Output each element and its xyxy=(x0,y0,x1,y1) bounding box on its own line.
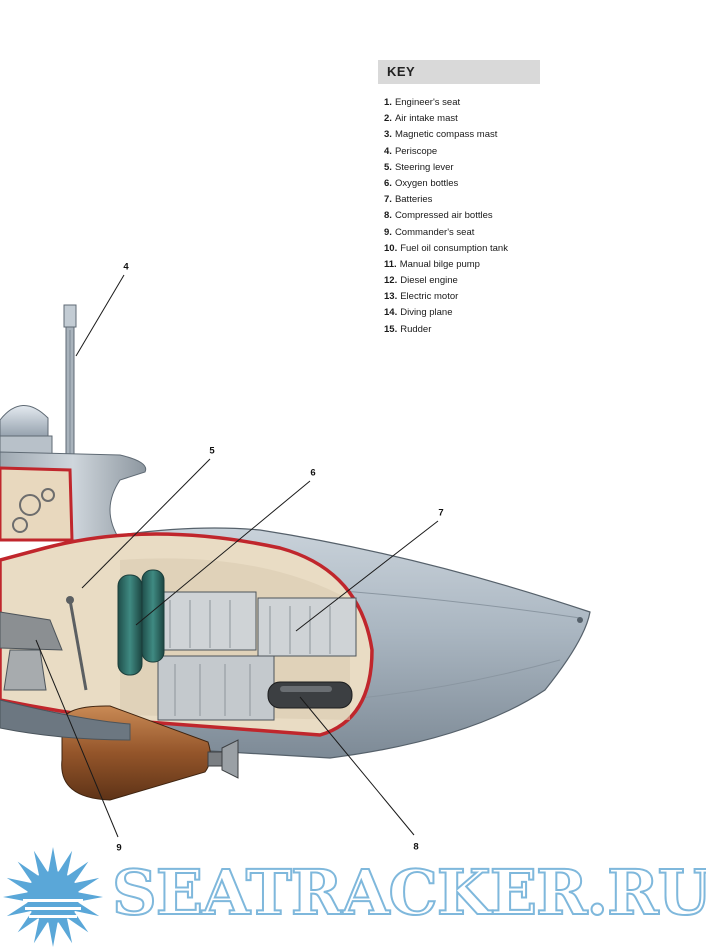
key-item-label: Electric motor xyxy=(400,291,459,303)
leader-line-4 xyxy=(75,274,125,357)
key-item-label: Compressed air bottles xyxy=(394,210,493,222)
key-item-label: Steering lever xyxy=(394,161,454,173)
callout-4: 4 xyxy=(123,261,129,273)
key-item-label: Air intake mast xyxy=(394,113,458,125)
key-item: 13.Electric motor xyxy=(384,289,508,305)
key-item-number: 15. xyxy=(384,323,398,335)
callout-7: 7 xyxy=(438,507,444,519)
compressed-air-bottles xyxy=(267,681,353,709)
key-item-number: 6. xyxy=(384,177,392,189)
leader-line-8 xyxy=(299,696,415,836)
leader-line-6 xyxy=(135,480,311,626)
steering-lever xyxy=(66,596,88,691)
key-item-label: Diesel engine xyxy=(400,275,458,287)
key-item-number: 2. xyxy=(384,113,392,125)
callout-9: 9 xyxy=(116,842,122,854)
callout-8: 8 xyxy=(413,841,419,853)
watermark-sun-logo xyxy=(3,847,103,947)
key-item: 2.Air intake mast xyxy=(384,111,508,127)
conning-tower xyxy=(0,451,147,542)
key-item-label: Manual bilge pump xyxy=(399,258,480,270)
batteries xyxy=(157,591,357,721)
key-item: 4.Periscope xyxy=(384,144,508,160)
key-item: 7.Batteries xyxy=(384,192,508,208)
keel xyxy=(0,699,131,741)
leader-line-9 xyxy=(35,639,119,838)
key-item-number: 14. xyxy=(384,307,398,319)
key-item: 15.Rudder xyxy=(384,322,508,338)
key-item-number: 1. xyxy=(384,97,392,108)
periscope xyxy=(63,304,77,459)
key-item-number: 7. xyxy=(384,194,392,206)
key-item: 8.Compressed air bottles xyxy=(384,208,508,224)
leader-line-5 xyxy=(81,458,211,589)
key-header: KEY xyxy=(378,60,540,84)
key-item-label: Diving plane xyxy=(400,307,453,319)
oxygen-bottles xyxy=(117,569,165,676)
key-item-label: Periscope xyxy=(394,145,438,157)
key-item-label: Rudder xyxy=(400,323,432,335)
key-item-label: Oxygen bottles xyxy=(394,177,459,189)
key-item-number: 12. xyxy=(384,275,398,287)
key-title: KEY xyxy=(387,64,416,79)
leader-line-7 xyxy=(295,520,439,632)
key-item-number: 4. xyxy=(384,145,392,157)
key-item: 14.Diving plane xyxy=(384,305,508,321)
key-item-number: 8. xyxy=(384,210,392,222)
key-item-number: 5. xyxy=(384,161,392,173)
key-item: 5.Steering lever xyxy=(384,160,508,176)
key-item-number: 10. xyxy=(384,242,398,254)
key-item-number: 13. xyxy=(384,291,398,303)
key-item: 11.Manual bilge pump xyxy=(384,257,508,273)
key-item-label: Batteries xyxy=(394,194,433,206)
key-item: 3.Magnetic compass mast xyxy=(384,127,508,143)
watermark-text: SEATRACKER.RU xyxy=(111,856,706,929)
key-item-label: Magnetic compass mast xyxy=(394,129,498,141)
compass-dome xyxy=(0,405,53,457)
key-item-number: 11. xyxy=(384,258,397,270)
key-list: 1.Engineer's seat 2.Air intake mast 3.Ma… xyxy=(384,95,508,338)
key-item-label: Engineer's seat xyxy=(394,97,461,108)
commander-seat xyxy=(0,611,63,691)
callout-lines xyxy=(35,274,439,838)
key-item: 12.Diesel engine xyxy=(384,273,508,289)
key-item: 1.Engineer's seat xyxy=(384,95,508,111)
key-item: 10.Fuel oil consumption tank xyxy=(384,241,508,257)
key-item-label: Commander's seat xyxy=(394,226,475,238)
callout-5: 5 xyxy=(209,445,215,457)
key-item-number: 9. xyxy=(384,226,392,238)
key-item: 9.Commander's seat xyxy=(384,225,508,241)
callout-6: 6 xyxy=(310,467,316,479)
key-item-number: 3. xyxy=(384,129,392,141)
key-item: 6.Oxygen bottles xyxy=(384,176,508,192)
key-item-label: Fuel oil consumption tank xyxy=(400,242,508,254)
